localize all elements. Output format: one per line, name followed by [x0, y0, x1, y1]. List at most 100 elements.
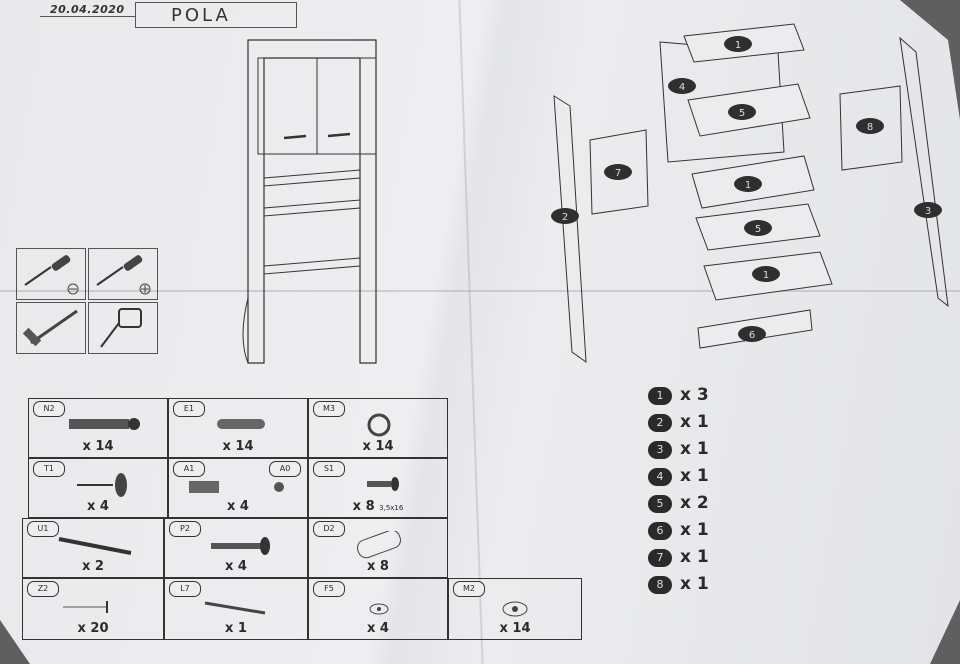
fold-line-horizontal — [0, 290, 960, 292]
legend-number: 4 — [648, 468, 672, 486]
nail-icon — [23, 591, 163, 621]
legend-number: 1 — [648, 387, 672, 405]
legend-number: 5 — [648, 495, 672, 513]
shelf-pin-icon — [309, 591, 447, 621]
part-a1: A1 A0 x 4 — [168, 458, 308, 518]
legend-number: 6 — [648, 522, 672, 540]
panel-label-3: 3 — [925, 206, 931, 217]
panel-label-4: 4 — [679, 82, 685, 93]
panel-label-8: 8 — [867, 122, 873, 133]
legend-qty: x 3 — [680, 385, 709, 405]
legend-row: 6 x 1 — [648, 520, 718, 542]
part-code: D2 — [313, 521, 345, 537]
part-m2: M2 x 14 — [448, 578, 582, 640]
part-code: U1 — [27, 521, 59, 537]
part-s1: S1 x 8 3,5x16 — [308, 458, 448, 518]
part-code: T1 — [33, 461, 65, 477]
long-screw-icon — [165, 531, 307, 561]
tools-panel — [16, 248, 160, 356]
header: 20.04.2020 POLA — [40, 0, 298, 28]
part-z2: Z2 x 20 — [22, 578, 164, 640]
part-qty: x 2 — [82, 559, 104, 574]
fold-line-vertical — [458, 0, 484, 664]
hinge-icon — [169, 471, 307, 501]
part-code: M3 — [313, 401, 345, 417]
legend-qty: x 1 — [680, 574, 709, 594]
legend-row: 4 x 1 — [648, 466, 718, 488]
part-qty: x 4 — [225, 559, 247, 574]
hammer-icon — [16, 302, 86, 354]
legend-qty: x 1 — [680, 466, 709, 486]
legend-row: 5 x 2 — [648, 493, 718, 515]
part-code: P2 — [169, 521, 201, 537]
part-t1: T1 x 4 — [28, 458, 168, 518]
part-code: N2 — [33, 401, 65, 417]
panel-label-1-bottom: 1 — [763, 270, 769, 281]
legend-qty: x 1 — [680, 439, 709, 459]
part-qty-main: x 8 — [352, 499, 375, 514]
cam-lock-icon — [309, 411, 447, 441]
tape-measure-icon — [88, 302, 158, 354]
part-m3: M3 x 14 — [308, 398, 448, 458]
handle-icon — [23, 531, 163, 561]
part-qty: x 4 — [367, 621, 389, 636]
connector-bolt-icon — [29, 411, 167, 441]
part-code: E1 — [173, 401, 205, 417]
legend-qty: x 1 — [680, 412, 709, 432]
part-code: L7 — [169, 581, 201, 597]
panel-label-6: 6 — [749, 330, 755, 341]
legend-row: 2 x 1 — [648, 412, 718, 434]
cam-cover-icon — [449, 591, 581, 621]
legend-number: 8 — [648, 576, 672, 594]
part-u1: U1 x 2 — [22, 518, 164, 578]
date-label: 20.04.2020 — [50, 3, 125, 16]
part-f5: F5 x 4 — [308, 578, 448, 640]
panels-exploded-drawing: 2 7 4 1 5 8 3 1 5 — [548, 22, 958, 371]
legend-number: 2 — [648, 414, 672, 432]
leveling-foot-icon — [29, 471, 167, 501]
part-e1: E1 x 14 — [168, 398, 308, 458]
part-qty: x 4 — [87, 499, 109, 514]
cabinet-drawing — [228, 38, 388, 372]
legend-qty: x 2 — [680, 493, 709, 513]
part-qty: x 4 — [227, 499, 249, 514]
panel-label-5-top: 5 — [739, 108, 745, 119]
part-code: A1 — [173, 461, 205, 477]
legend-qty: x 1 — [680, 547, 709, 567]
panel-label-2: 2 — [562, 212, 568, 223]
part-code: F5 — [313, 581, 345, 597]
legend-number: 7 — [648, 549, 672, 567]
part-code: M2 — [453, 581, 485, 597]
header-underline — [40, 16, 135, 17]
part-qty: x 20 — [77, 621, 109, 636]
part-qty-size: 3,5x16 — [379, 504, 404, 512]
part-qty: x 1 — [225, 621, 247, 636]
part-l7: L7 x 1 — [164, 578, 308, 640]
part-d2: D2 x 8 — [308, 518, 448, 578]
screwdriver-minus-icon — [16, 248, 86, 300]
part-code-secondary: A0 — [269, 461, 301, 477]
part-qty: x 14 — [82, 439, 114, 454]
title-box: POLA — [135, 2, 297, 28]
product-title: POLA — [171, 5, 231, 26]
panel-label-1-mid: 1 — [745, 180, 751, 191]
part-qty: x 14 — [222, 439, 254, 454]
part-code: S1 — [313, 461, 345, 477]
panel-label-7: 7 — [615, 168, 621, 179]
legend-qty: x 1 — [680, 520, 709, 540]
legend-row: 7 x 1 — [648, 547, 718, 569]
part-qty: x 8 3,5x16 — [309, 499, 447, 514]
part-p2: P2 x 4 — [164, 518, 308, 578]
part-qty: x 14 — [499, 621, 531, 636]
rod-icon — [165, 591, 307, 621]
sleeve-connector-icon — [309, 529, 447, 561]
panel-label-1-top: 1 — [735, 40, 741, 51]
part-qty: x 14 — [362, 439, 394, 454]
part-code: Z2 — [27, 581, 59, 597]
legend-row: 8 x 1 — [648, 574, 718, 596]
dowel-icon — [169, 411, 307, 441]
screwdriver-plus-icon — [88, 248, 158, 300]
legend-row: 1 x 3 — [648, 385, 718, 407]
screw-icon — [309, 471, 447, 501]
